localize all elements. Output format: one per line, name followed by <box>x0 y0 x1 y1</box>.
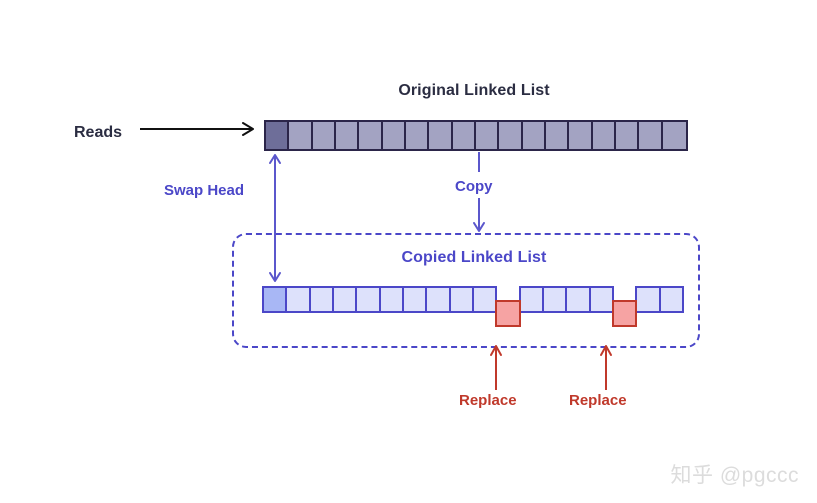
copy-arrow-stem-icon <box>478 152 480 172</box>
replace-arrow-left-icon <box>490 345 502 390</box>
original-list-cell <box>475 122 500 149</box>
copied-list-cell <box>588 286 614 313</box>
original-list-cell <box>499 122 523 149</box>
reads-arrow-icon <box>140 122 254 136</box>
copied-list-cell <box>332 286 358 313</box>
copied-list-cell <box>308 286 334 313</box>
watermark: 知乎 @pgccc <box>670 464 799 487</box>
swap-head-label: Swap Head <box>164 182 245 199</box>
original-list-cell <box>545 122 570 149</box>
copy-label: Copy <box>455 178 493 195</box>
original-list-cell <box>569 122 593 149</box>
original-list-cell <box>452 122 476 149</box>
original-list-cell <box>289 122 313 149</box>
swap-head-arrow-icon <box>269 154 281 282</box>
copied-list-cell <box>658 286 684 313</box>
copy-arrow-head-icon <box>473 198 485 232</box>
original-list-cell <box>639 122 663 149</box>
copied-list-cell <box>472 286 498 313</box>
original-list-cell <box>429 122 453 149</box>
copied-list-cell <box>518 286 544 313</box>
original-list-cell <box>662 122 686 149</box>
copied-list-cell <box>285 286 311 313</box>
copied-linked-list <box>262 286 684 327</box>
copied-list-container <box>232 233 700 348</box>
original-list-cell <box>359 122 383 149</box>
original-list-cell <box>312 122 336 149</box>
original-list-cell <box>382 122 406 149</box>
original-list-head-cell <box>266 122 290 149</box>
original-list-cell <box>592 122 616 149</box>
original-list-cell <box>335 122 360 149</box>
replace-label-left: Replace <box>459 392 517 409</box>
copied-list-cell <box>355 286 381 313</box>
copied-list-cell <box>425 286 451 313</box>
copied-list-replaced-cell <box>612 300 638 327</box>
original-list-cell <box>522 122 546 149</box>
original-list-title: Original Linked List <box>398 82 550 99</box>
original-linked-list <box>264 120 688 151</box>
replace-arrow-right-icon <box>600 345 612 390</box>
copied-list-cell <box>635 286 661 313</box>
copied-list-cell <box>565 286 591 313</box>
copied-list-title: Copied Linked List <box>401 249 547 266</box>
copied-list-cell <box>542 286 568 313</box>
copied-list-cell <box>448 286 474 313</box>
reads-label: Reads <box>74 124 123 141</box>
replace-label-right: Replace <box>569 392 627 409</box>
original-list-cell <box>405 122 430 149</box>
copied-list-cell <box>402 286 428 313</box>
copied-list-head-cell <box>262 286 288 313</box>
copied-list-replaced-cell <box>495 300 521 327</box>
original-list-cell <box>615 122 640 149</box>
copied-list-cell <box>378 286 404 313</box>
